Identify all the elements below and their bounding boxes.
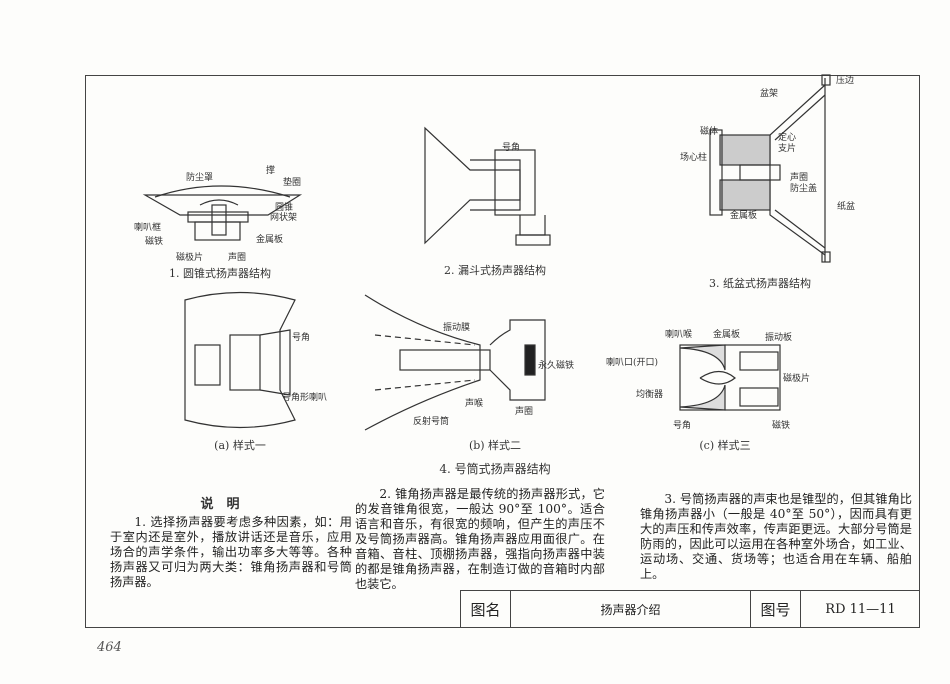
label-pole: 场心柱 [680,153,708,163]
caption-fig4: 4. 号筒式扬声器结构 [439,462,551,476]
title-block-name: 扬声器介绍 [510,590,750,628]
label-magnet-body: 磁体 [700,127,719,137]
label-pole-piece: 磁极片 [783,374,811,384]
label-horn: 号角 [673,421,692,431]
caption-fig4c: (c) 样式三 [699,439,751,452]
label-dust-cap: 防尘罩 [186,173,214,183]
label-surround: 撑 [266,166,276,176]
label-magnet: 磁铁 [145,237,164,247]
note-paragraph-3: 3. 号筒扬声器的声束也是锥型的，但其锥角比锥角扬声器小（一般是 40°至 50… [640,492,912,581]
label-spider-1: 定心 [778,133,797,143]
page-number: 464 [97,640,122,655]
label-metal-plate: 金属板 [730,211,758,221]
label-gasket: 垫圈 [283,178,302,188]
horn-style-3-drawing [679,344,781,411]
funnel-speaker-drawing [424,126,551,246]
caption-fig4a: (a) 样式一 [214,439,266,452]
title-block-number: RD 11—11 [800,590,920,628]
label-paper-cone: 纸盆 [837,202,856,212]
label-throat: 声喉 [465,399,484,409]
label-throat: 喇叭喉 [665,330,693,340]
label-spider-2: 支片 [778,144,797,154]
label-horn-speaker: 号角形喇叭 [282,393,328,403]
label-horn: 号角 [292,333,311,343]
label-voice-coil: 声圈 [228,253,247,263]
note-paragraph-2: 2. 锥角扬声器是最传统的扬声器形式，它的发音锥角很宽，一般达 90°至 100… [355,487,605,591]
drawing-frame [85,75,920,628]
horn-style-2-drawing [364,294,546,431]
title-block-number-label: 图号 [750,590,800,628]
horn-style-1-drawing [184,291,296,429]
label-basket: 网状架 [270,213,298,223]
note-paragraph-1: 1. 选择扬声器要考虑多种因素，如：用于室内还是室外，播放讲话还是音乐，应用场合… [110,515,352,589]
notes-title: 说 明 [200,497,240,512]
label-pole-piece: 磁极片 [176,253,204,263]
caption-fig4b: (b) 样式二 [468,439,522,452]
label-permanent-magnet: 永久磁铁 [538,361,575,371]
label-voice-coil: 声圈 [790,173,809,183]
cone-speaker-drawing [142,185,303,241]
caption-fig2: 2. 漏斗式扬声器结构 [444,264,546,277]
label-horn: 号角 [502,143,521,153]
label-vibrating-plate: 振动板 [765,333,793,343]
caption-fig3: 3. 纸盆式扬声器结构 [709,277,811,290]
label-voice-coil: 声圈 [515,407,534,417]
label-basket: 盆架 [760,89,779,99]
label-diaphragm: 振动膜 [443,323,471,333]
title-block-name-label: 图名 [460,590,510,628]
label-magnet: 磁铁 [772,421,791,431]
label-metal-plate: 金属板 [713,330,741,340]
label-mouth: 喇叭口(开口) [606,358,659,368]
label-equalizer: 均衡器 [636,390,664,400]
caption-fig1: 1. 圆锥式扬声器结构 [169,267,271,280]
paper-cone-speaker-drawing [709,74,831,263]
label-cone: 圆锥 [275,203,294,213]
label-reflex-horn: 反射号筒 [413,417,450,427]
label-metal-plate: 金属板 [256,235,284,245]
label-dust-cap: 防尘盖 [790,184,818,194]
label-edge: 压边 [836,76,855,86]
label-frame: 喇叭框 [134,223,162,233]
